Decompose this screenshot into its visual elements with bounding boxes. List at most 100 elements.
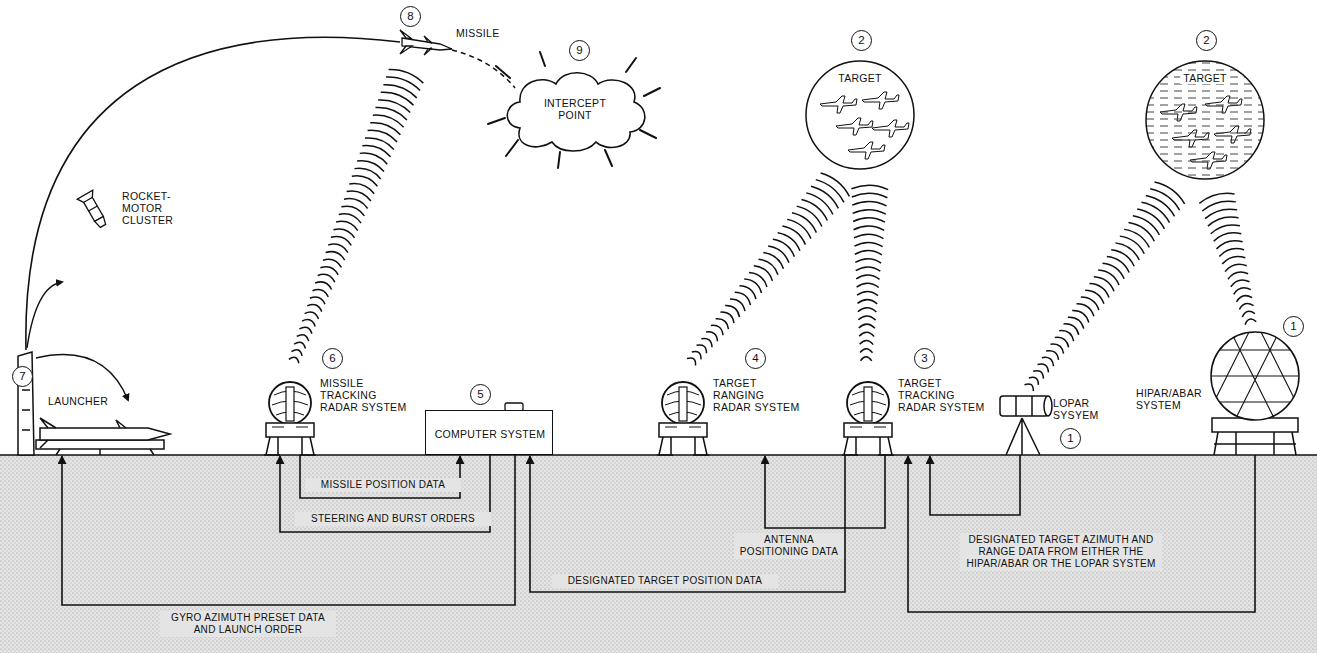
radar-beam [856, 267, 881, 271]
radar-beam [861, 357, 872, 361]
radar-beam [768, 246, 789, 263]
radar-beam [1211, 225, 1240, 234]
radar-beam [1199, 193, 1234, 203]
radar-beam [782, 226, 805, 245]
callout-number: 1 [1060, 428, 1081, 449]
radar-beam [339, 214, 361, 223]
radar-beam [323, 259, 341, 267]
radar-beam [1059, 331, 1073, 342]
radar-beam [299, 327, 312, 334]
launcher: LAUNCHER [8, 330, 173, 455]
radar-beam [1155, 182, 1185, 204]
data-label: STEERING AND BURST ORDERS [295, 512, 491, 526]
callout-number: 9 [569, 40, 590, 61]
radar-beam [852, 202, 886, 206]
node-label: TARGET RANGING RADAR SYSTEM [713, 377, 803, 413]
radar-beam [858, 308, 877, 312]
radar-beam [1242, 311, 1255, 317]
radar-beam [778, 233, 800, 251]
radar-beam [1038, 364, 1049, 372]
callout-number: 7 [12, 366, 33, 387]
radar-beam [1231, 280, 1250, 287]
radar-beam [1068, 317, 1084, 329]
radar-beam [291, 350, 302, 356]
data-line [765, 455, 885, 528]
data-label: ANTENNA POSITIONING DATA [734, 533, 844, 559]
radar-beam [851, 185, 888, 189]
radar-beam [1103, 263, 1125, 279]
node-label: INTERCEPT POINT [533, 97, 617, 121]
radar-beam [389, 69, 424, 83]
radar-beam [857, 300, 877, 304]
radar-beam [1228, 272, 1248, 279]
radar-beam [362, 146, 390, 157]
data-label: MISSILE POSITION DATA [305, 478, 461, 492]
radar-beam [720, 312, 734, 323]
radar-beam [853, 210, 886, 214]
radar-beam [1025, 384, 1034, 391]
data-line [530, 455, 845, 592]
radar-beam [735, 292, 751, 305]
radar-beam [857, 291, 878, 295]
radar-beam [706, 332, 717, 341]
radar-beam [383, 85, 416, 98]
radar-beam [1042, 357, 1054, 366]
radar-beam [1055, 337, 1069, 347]
radar-beam [1129, 223, 1155, 242]
radar-beam [315, 282, 331, 290]
radar-beam [858, 316, 875, 320]
target-outline [1146, 61, 1264, 179]
radar-beam [1237, 296, 1253, 302]
radar-beam [375, 107, 406, 119]
radar-beam [1111, 250, 1134, 267]
radar-beam [360, 153, 388, 164]
radar-beam [859, 324, 875, 328]
radar-beam [1120, 236, 1144, 254]
radar-beam [1094, 277, 1114, 292]
radar-beam [1225, 264, 1247, 271]
radar-beam [370, 123, 400, 135]
radar-beam [711, 325, 723, 335]
radar-beam [1107, 256, 1129, 272]
radar-beam [302, 320, 315, 327]
radar-beam [378, 100, 410, 113]
radar-beam [381, 92, 414, 105]
radar-beam [386, 77, 420, 90]
radar-beam [326, 252, 345, 260]
radar-beam [1116, 243, 1140, 260]
data-label: DESIGNATED TARGET AZIMUTH AND RANGE DATA… [960, 533, 1162, 571]
radar-beam [1205, 209, 1237, 218]
radar-beam [725, 306, 739, 318]
radar-beam [744, 279, 761, 293]
radar-beam [687, 358, 696, 366]
callout-number: 6 [322, 348, 343, 369]
radar-beam [307, 305, 322, 312]
data-line [930, 455, 1020, 515]
radar-beam [320, 267, 338, 275]
radar-beam [859, 332, 874, 336]
node-label: TARGET [835, 72, 885, 84]
radar-beam [344, 199, 368, 209]
radar-beam [1124, 229, 1149, 247]
radar-beam [1234, 288, 1251, 295]
radar-beam [860, 349, 872, 353]
radar-beam [854, 226, 885, 230]
callout-number: 2 [851, 30, 872, 51]
computer-system: COMPUTER SYSTEM [425, 410, 553, 455]
radar-beam [365, 138, 394, 150]
target-circle: TARGET [805, 60, 915, 170]
radar-beam [692, 351, 701, 359]
radar-beam [1219, 249, 1244, 257]
radar-beam [697, 345, 707, 353]
data-line [62, 455, 515, 605]
radar-beam [716, 319, 729, 329]
radar-beam [352, 176, 378, 186]
radar-beam [860, 340, 874, 344]
node-label: TARGET [1180, 72, 1230, 84]
data-line [908, 455, 1255, 612]
radar-beam [856, 275, 879, 279]
target-ranging-radar: TARGET RANGING RADAR SYSTEM [655, 365, 805, 455]
radar-beam [1029, 377, 1039, 385]
radar-beam [305, 312, 319, 319]
